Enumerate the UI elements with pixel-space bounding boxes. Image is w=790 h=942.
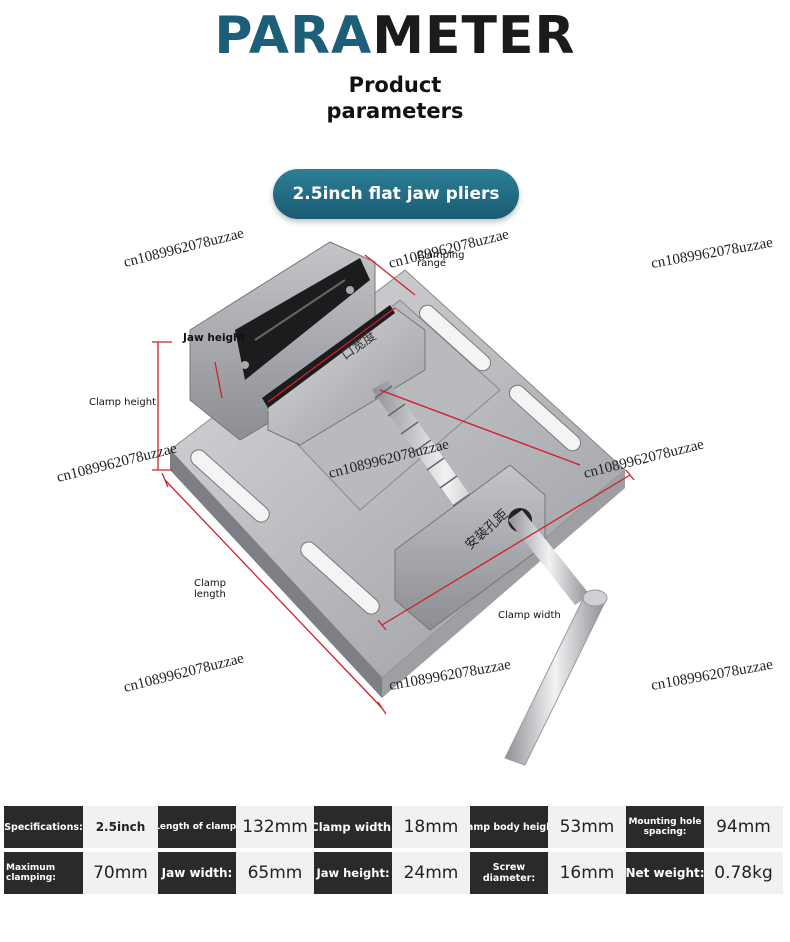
spec-label: Mounting hole spacing: — [626, 806, 704, 848]
jaw-screw — [346, 286, 354, 294]
spec-value: 94mm — [704, 806, 783, 848]
label-clamp-height: Clamp height — [89, 397, 156, 408]
dimension-lines — [152, 254, 635, 715]
spec-label: Screw diameter: — [470, 852, 548, 894]
jaw-serration — [254, 279, 346, 341]
spec-row: Specifications: 2.5inch Length of clamp:… — [4, 806, 786, 848]
label-clamp-length-2: length — [194, 589, 226, 600]
watermark-text: cn1089962078uzzae — [387, 226, 511, 271]
spec-value: 70mm — [83, 852, 158, 894]
spec-value: 53mm — [548, 806, 626, 848]
spec-value: 65mm — [236, 852, 314, 894]
spec-label: Maximum clamping: — [4, 852, 83, 894]
watermark-text: cn1089962078uzzae — [55, 440, 179, 485]
vise-diagram: 口宽度 安装孔距 Jaw height Clamp height — [55, 225, 775, 766]
spec-table: Specifications: 2.5inch Length of clamp:… — [4, 806, 786, 898]
spec-row: Maximum clamping: 70mm Jaw width: 65mm J… — [4, 852, 786, 894]
spec-value: 16mm — [548, 852, 626, 894]
mounting-slot — [190, 449, 270, 523]
watermark-text: cn1089962078uzzae — [650, 235, 775, 272]
mounting-slot — [509, 384, 581, 452]
vise-base-front — [382, 470, 625, 698]
page-subtitle: Product parameters — [326, 73, 464, 123]
mounting-slot — [419, 304, 491, 372]
jaw-screw — [241, 361, 249, 369]
label-clamping-range-1: Clamping — [417, 250, 464, 261]
page-title: PARAMETER — [214, 6, 576, 66]
watermark-text: cn1089962078uzzae — [122, 225, 246, 270]
label-clamp-width: Clamp width — [498, 610, 561, 621]
spec-value: 2.5inch — [83, 806, 158, 848]
watermark-text: cn1089962078uzzae — [650, 657, 775, 694]
spec-value: 132mm — [236, 806, 314, 848]
label-clamping-range-2: range — [417, 258, 446, 269]
vise-base-side — [170, 450, 382, 698]
jaw-plate-fixed — [235, 258, 370, 380]
spec-label: Jaw width: — [158, 852, 236, 894]
label-clamp-length-1: Clamp — [194, 578, 226, 589]
spec-value: 18mm — [392, 806, 470, 848]
spec-label: Clamp width: — [314, 806, 392, 848]
spec-value: 24mm — [392, 852, 470, 894]
watermark-text: cn1089962078uzzae — [122, 650, 246, 695]
vise-handle — [504, 510, 608, 766]
spec-value: 0.78kg — [704, 852, 783, 894]
spec-label: Length of clamp: — [158, 806, 236, 848]
spec-label: Jaw height: — [314, 852, 392, 894]
label-jaw-height: Jaw height — [182, 332, 246, 344]
spec-label: Clamp body height: — [470, 806, 548, 848]
product-name-badge: 2.5inch flat jaw pliers — [273, 169, 519, 219]
mounting-slot — [300, 541, 380, 615]
spec-label: Net weight: — [626, 852, 704, 894]
spec-label: Specifications: — [4, 806, 83, 848]
